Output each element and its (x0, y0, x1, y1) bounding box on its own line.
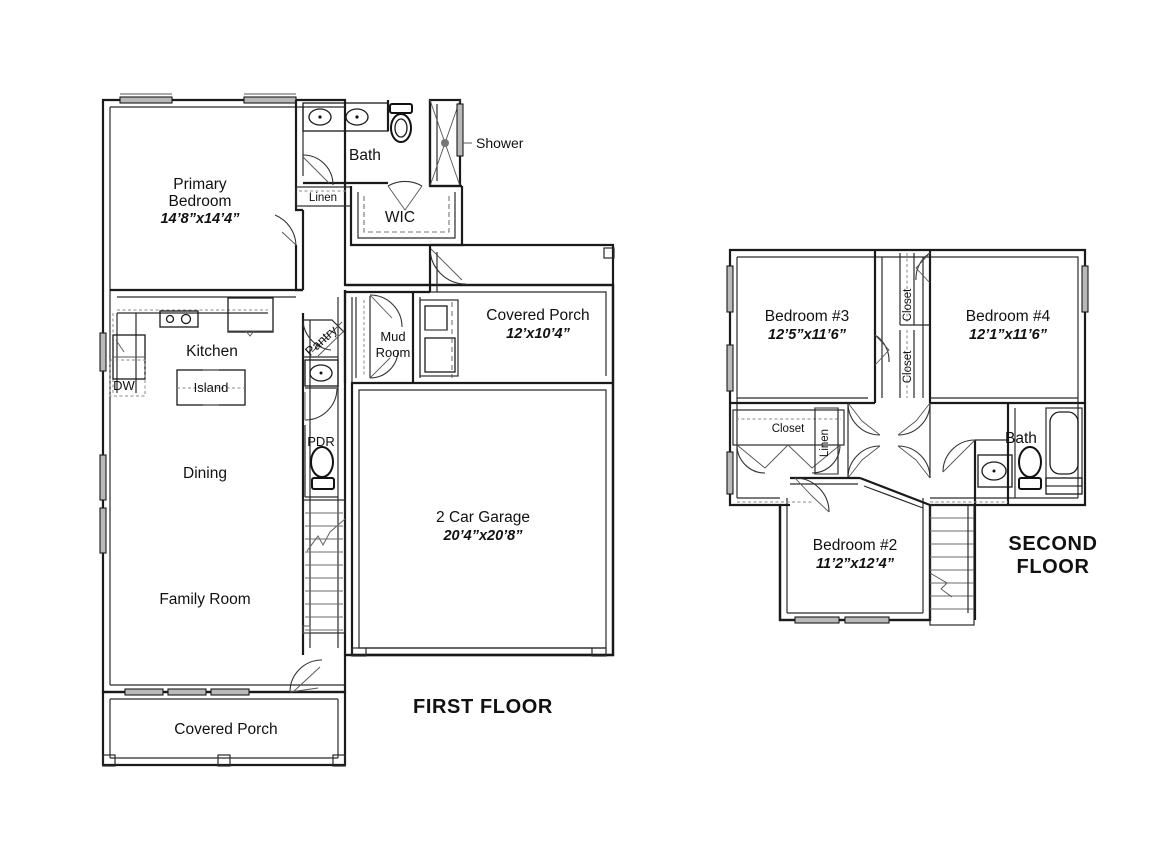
bedroom-3-dimensions: 12’5”x11’6” (768, 327, 847, 343)
bath-2nd-area (942, 403, 1083, 505)
closet-bed3-label-group: Closet (902, 350, 914, 383)
bedroom-2-label: Bedroom #2 (813, 537, 897, 554)
garage-area (351, 647, 607, 657)
kitchen-island (176, 369, 246, 406)
family-room-label: Family Room (159, 591, 250, 608)
closet-bed4-label: Closet (902, 288, 914, 321)
bathtub (1045, 407, 1083, 495)
dishwasher-label: DW (113, 378, 135, 393)
primary-bedroom-windows (119, 93, 297, 104)
first-floor-plan: Primary Bedroom 14’8”x14’4” (99, 93, 615, 767)
island-label: Island (194, 380, 229, 395)
covered-porch-front-label: Covered Porch (174, 721, 277, 738)
powder-room-label: PDR (307, 434, 334, 449)
primary-bath-label: Bath (349, 147, 381, 164)
second-floor-title-line2: FLOOR (1017, 556, 1090, 578)
covered-porch-front-outline (101, 690, 347, 767)
powder-room-toilet (310, 446, 335, 490)
family-room-windows (124, 688, 250, 696)
mud-room-bench (419, 299, 459, 378)
hall-closet-area (732, 407, 845, 475)
primary-bath-area (295, 98, 464, 247)
covered-porch-rear-dimensions: 12’x10’4” (506, 326, 570, 342)
garage-dimensions: 20’4”x20’8” (442, 528, 523, 544)
wic-label: WIC (385, 209, 415, 226)
bedroom-2-dimensions: 11’2”x12’4” (816, 556, 895, 572)
powder-room-sink (304, 359, 339, 387)
linen-2nd-label-group: Linen (819, 429, 831, 457)
dining-label: Dining (183, 465, 227, 482)
walk-in-closet (349, 180, 464, 247)
covered-porch-rear-outline (428, 243, 615, 383)
closet-bed4-label-group: Closet (902, 288, 914, 321)
bath-2nd-toilet (1018, 446, 1042, 490)
primary-bedroom-label-line2: Bedroom (169, 193, 232, 210)
bath-2nd-sink (977, 454, 1013, 488)
hall-door-swings (847, 402, 931, 479)
primary-bedroom-dimensions: 14’8”x14’4” (160, 211, 240, 227)
linen-label: Linen (309, 192, 337, 204)
first-floor-title: FIRST FLOOR (413, 696, 553, 718)
bedroom-2-area (778, 476, 931, 620)
primary-bedroom-label-line1: Primary (173, 176, 227, 193)
kitchen-label: Kitchen (186, 343, 238, 360)
closet-hall-label: Closet (772, 423, 805, 435)
covered-porch-rear-label: Covered Porch (486, 307, 589, 324)
kitchen-area (109, 297, 274, 406)
second-floor-windows (726, 265, 1089, 624)
bedroom-3-label: Bedroom #3 (765, 308, 849, 325)
staircase-first-floor (302, 499, 346, 634)
bedroom-closets (874, 252, 931, 398)
closet-bed3-label: Closet (902, 350, 914, 383)
dishwasher (109, 359, 146, 397)
second-floor-plan: Bedroom #3 12’5”x11’6” Bedroom #4 12’1”x… (726, 248, 1097, 626)
bedroom-4-dimensions: 12’1”x11’6” (969, 327, 1048, 343)
bedroom-4-label: Bedroom #4 (966, 308, 1051, 325)
mud-room-label-line1: Mud (380, 329, 405, 344)
refrigerator (112, 334, 146, 380)
bath-2nd-label: Bath (1005, 430, 1037, 447)
staircase-second-floor (737, 501, 1008, 626)
pantry-closet (302, 319, 346, 358)
shower-label: Shower (476, 135, 524, 151)
bedroom-3-area (730, 250, 883, 405)
linen-2nd-label: Linen (819, 429, 831, 457)
mud-room-area (343, 290, 459, 383)
left-wall-windows (99, 332, 107, 554)
primary-bath-toilet (389, 103, 413, 143)
front-entry-door (289, 659, 323, 693)
mud-room-label-line2: Room (376, 345, 411, 360)
second-floor-title-line1: SECOND (1008, 533, 1097, 555)
garage-label: 2 Car Garage (436, 509, 530, 526)
primary-bedroom-area (110, 100, 305, 298)
